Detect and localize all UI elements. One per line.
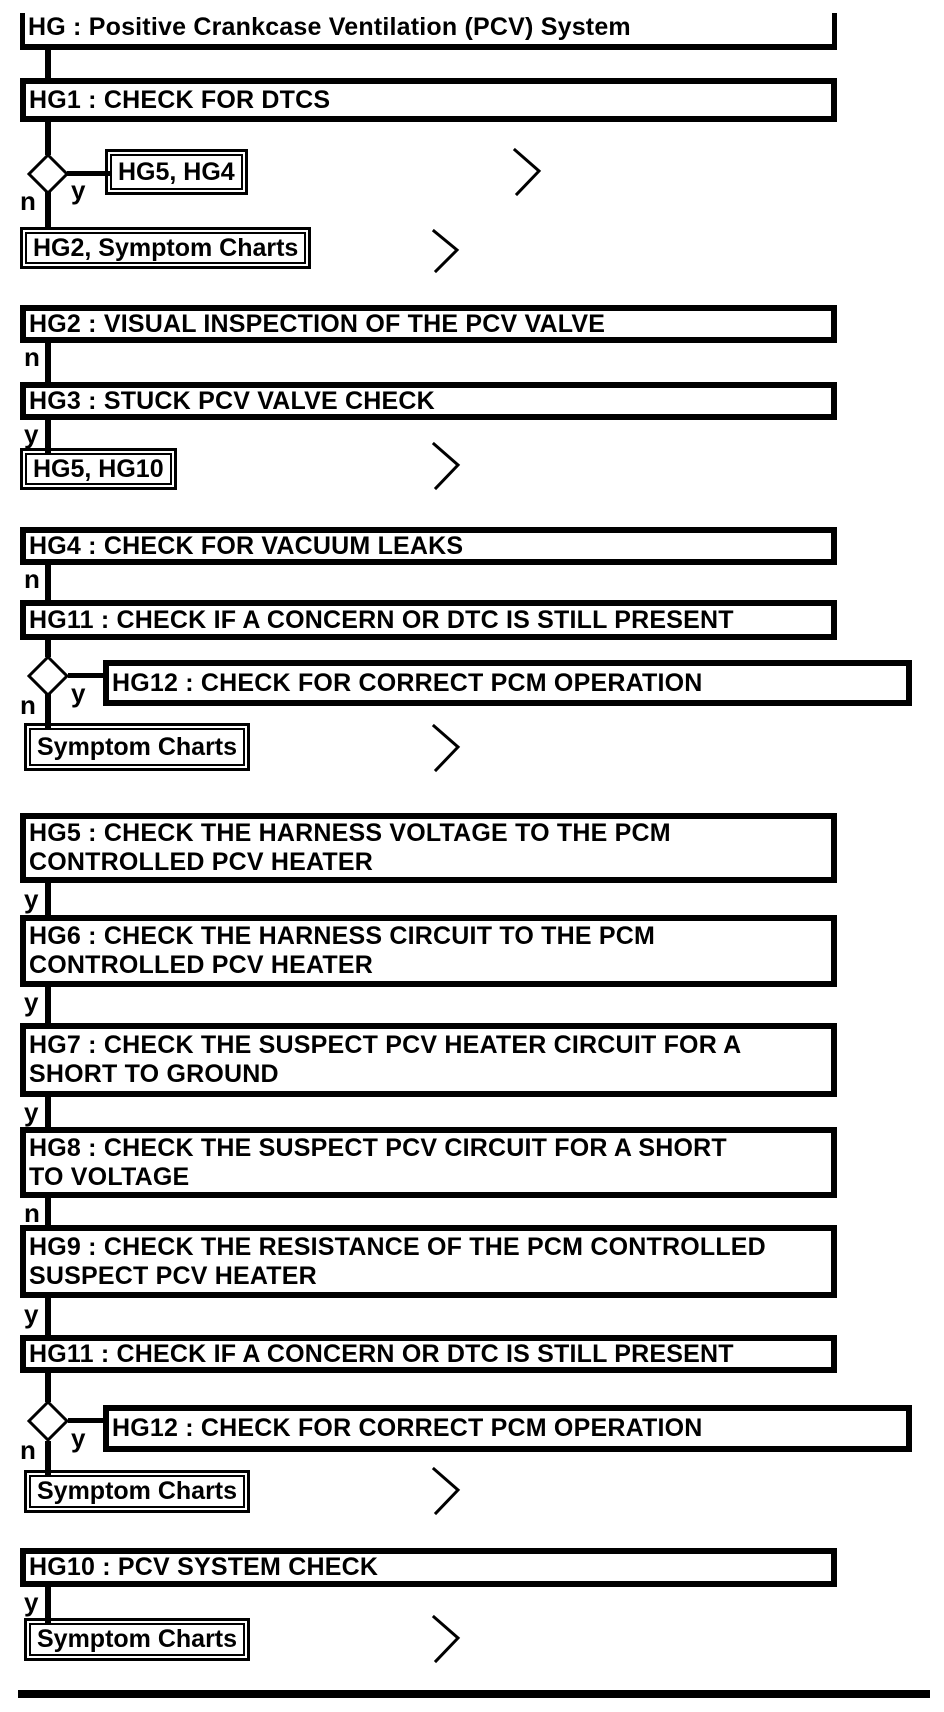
- ref-box-hg2-symptom-charts: HG2, Symptom Charts: [19, 227, 312, 269]
- flow-box-text: HG4 : CHECK FOR VACUUM LEAKS: [29, 531, 464, 560]
- ref-box-hg5-hg4: HG5, HG4: [105, 149, 248, 195]
- flow-box-hg1: HG1 : CHECK FOR DTCS: [20, 78, 837, 122]
- no-label: n: [24, 342, 40, 372]
- connector-line: [45, 1587, 51, 1623]
- flow-box-text: HG8 : CHECK THE SUSPECT PCV CIRCUIT FOR …: [29, 1133, 727, 1191]
- flow-title-text: HG : Positive Crankcase Ventilation (PCV…: [28, 13, 631, 41]
- flow-box-text: HG10 : PCV SYSTEM CHECK: [29, 1553, 379, 1581]
- ref-box-text: HG5, HG4: [118, 157, 235, 186]
- connector-line: [45, 192, 51, 228]
- flow-box-text: HG7 : CHECK THE SUSPECT PCV HEATER CIRCU…: [29, 1031, 742, 1088]
- connector-line: [45, 640, 51, 657]
- yes-label: y: [24, 987, 39, 1017]
- flow-box-text: HG1 : CHECK FOR DTCS: [29, 85, 331, 114]
- connector-line: [68, 1418, 108, 1423]
- flow-box-text: HG3 : STUCK PCV VALVE CHECK: [29, 386, 435, 415]
- yes-label: y: [24, 419, 39, 449]
- connector-line: [45, 1373, 51, 1402]
- flow-box-hg7: HG7 : CHECK THE SUSPECT PCV HEATER CIRCU…: [20, 1023, 837, 1097]
- flow-box-hg11-second: HG11 : CHECK IF A CONCERN OR DTC IS STIL…: [20, 1335, 837, 1373]
- yes-label: y: [24, 1097, 39, 1127]
- ref-box-text: HG5, HG10: [33, 454, 164, 483]
- flow-box-text: HG2 : VISUAL INSPECTION OF THE PCV VALVE: [29, 309, 606, 338]
- goto-chevron-icon: [431, 1614, 461, 1664]
- ref-box-symptom-charts-second: Symptom Charts: [23, 1470, 251, 1513]
- flow-box-text: HG6 : CHECK THE HARNESS CIRCUIT TO THE P…: [29, 922, 656, 979]
- yes-label: y: [24, 1299, 39, 1329]
- flow-box-hg11-first: HG11 : CHECK IF A CONCERN OR DTC IS STIL…: [20, 600, 837, 640]
- ref-box-text: HG2, Symptom Charts: [33, 233, 299, 262]
- flow-title-box-hg: HG : Positive Crankcase Ventilation (PCV…: [20, 13, 837, 50]
- connector-line: [45, 49, 51, 78]
- flow-box-text: HG11 : CHECK IF A CONCERN OR DTC IS STIL…: [29, 605, 734, 634]
- connector-line: [45, 420, 51, 453]
- decision-diamond-icon: [27, 1400, 69, 1442]
- connector-line: [45, 694, 51, 728]
- flow-box-text: HG5 : CHECK THE HARNESS VOLTAGE TO THE P…: [29, 819, 671, 876]
- flow-box-text: HG11 : CHECK IF A CONCERN OR DTC IS STIL…: [29, 1339, 734, 1368]
- ref-box-text: Symptom Charts: [37, 1477, 238, 1505]
- flow-box-hg12-second: HG12 : CHECK FOR CORRECT PCM OPERATION: [103, 1405, 912, 1452]
- no-label: n: [20, 690, 36, 720]
- ref-box-symptom-charts-third: Symptom Charts: [23, 1618, 251, 1661]
- yes-label: y: [71, 678, 86, 708]
- flow-box-hg2: HG2 : VISUAL INSPECTION OF THE PCV VALVE: [20, 305, 837, 343]
- flow-box-hg4: HG4 : CHECK FOR VACUUM LEAKS: [20, 527, 837, 565]
- goto-chevron-icon: [431, 723, 461, 773]
- flow-box-hg12-first: HG12 : CHECK FOR CORRECT PCM OPERATION: [103, 660, 912, 706]
- yes-label: y: [24, 884, 39, 914]
- ref-box-text: Symptom Charts: [37, 732, 238, 761]
- yes-label: y: [71, 1423, 86, 1453]
- no-label: n: [24, 1198, 40, 1228]
- no-label: n: [20, 1435, 36, 1465]
- flow-box-text: HG9 : CHECK THE RESISTANCE OF THE PCM CO…: [29, 1232, 766, 1290]
- connector-line: [45, 1097, 51, 1128]
- connector-line: [45, 122, 51, 155]
- goto-chevron-icon: [431, 228, 460, 274]
- yes-label: y: [71, 175, 86, 205]
- ref-box-hg5-hg10: HG5, HG10: [20, 448, 177, 490]
- goto-chevron-icon: [512, 147, 542, 197]
- no-label: n: [24, 564, 40, 594]
- connector-line: [45, 883, 51, 916]
- connector-line: [45, 565, 51, 601]
- goto-chevron-icon: [431, 1466, 461, 1516]
- bottom-rule: [18, 1690, 930, 1698]
- goto-chevron-icon: [431, 441, 461, 491]
- connector-line: [67, 171, 112, 176]
- connector-line: [45, 343, 51, 382]
- connector-line: [45, 987, 51, 1024]
- flow-box-text: HG12 : CHECK FOR CORRECT PCM OPERATION: [112, 668, 703, 697]
- connector-line: [68, 673, 108, 678]
- flow-box-text: HG12 : CHECK FOR CORRECT PCM OPERATION: [112, 1414, 703, 1442]
- flow-box-hg10: HG10 : PCV SYSTEM CHECK: [20, 1548, 837, 1587]
- no-label: n: [20, 186, 36, 216]
- flow-box-hg3: HG3 : STUCK PCV VALVE CHECK: [20, 382, 837, 420]
- connector-line: [45, 1198, 51, 1226]
- connector-line: [45, 1441, 51, 1475]
- yes-label: y: [24, 1587, 39, 1617]
- flow-box-hg9: HG9 : CHECK THE RESISTANCE OF THE PCM CO…: [20, 1225, 837, 1298]
- ref-box-symptom-charts-first: Symptom Charts: [23, 723, 251, 771]
- flow-box-hg5: HG5 : CHECK THE HARNESS VOLTAGE TO THE P…: [20, 813, 837, 883]
- flow-box-hg6: HG6 : CHECK THE HARNESS CIRCUIT TO THE P…: [20, 915, 837, 987]
- flow-box-hg8: HG8 : CHECK THE SUSPECT PCV CIRCUIT FOR …: [20, 1127, 837, 1198]
- ref-box-text: Symptom Charts: [37, 1625, 238, 1653]
- connector-line: [45, 1298, 51, 1336]
